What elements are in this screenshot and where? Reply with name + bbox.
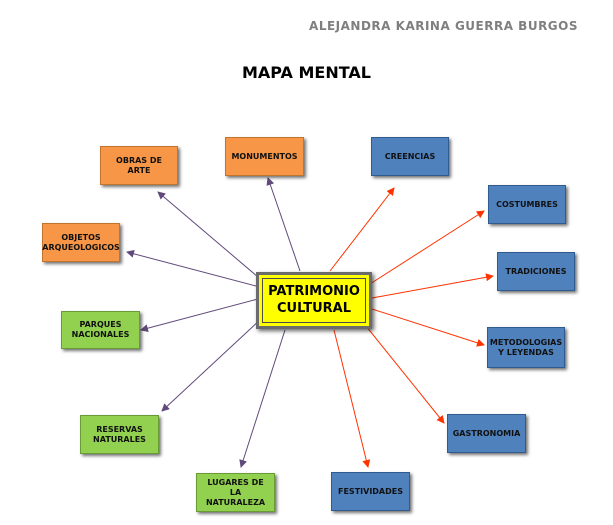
node-metodologias-leyendas: METODOLOGIAS Y LEYENDAS bbox=[487, 327, 565, 368]
node-objetos-arqueologicos: OBJETOS ARQUEOLOGICOS bbox=[42, 223, 120, 262]
node-obras-de-arte: OBRAS DE ARTE bbox=[100, 146, 178, 185]
center-node: PATRIMONIO CULTURAL bbox=[256, 272, 372, 329]
author-name: ALEJANDRA KARINA GUERRA BURGOS bbox=[309, 19, 578, 33]
arrow-lugares bbox=[239, 329, 286, 468]
arrow-costumbres bbox=[369, 210, 485, 285]
arrow-tradiciones bbox=[371, 273, 494, 299]
arrow-monumentos bbox=[266, 177, 301, 272]
node-lugares-naturaleza: LUGARES DE LA NATURALEZA bbox=[196, 473, 275, 512]
arrow-objetos bbox=[126, 249, 257, 287]
arrow-gastronomia bbox=[365, 325, 445, 424]
node-gastronomia: GASTRONOMIA bbox=[447, 414, 526, 453]
arrow-reservas bbox=[161, 317, 263, 412]
arrow-creencias bbox=[329, 187, 395, 272]
node-costumbres: COSTUMBRES bbox=[488, 185, 566, 224]
node-tradiciones: TRADICIONES bbox=[497, 252, 575, 291]
page-title: MAPA MENTAL bbox=[241, 63, 371, 82]
node-parques-nacionales: PARQUES NACIONALES bbox=[61, 311, 140, 349]
node-festividades: FESTIVIDADES bbox=[331, 472, 410, 511]
arrow-parques bbox=[140, 298, 259, 333]
arrow-obras-de-arte bbox=[157, 191, 259, 278]
arrow-metodologias bbox=[371, 308, 485, 347]
arrow-festividades bbox=[333, 329, 371, 468]
center-label: PATRIMONIO CULTURAL bbox=[268, 283, 360, 316]
node-reservas-naturales: RESERVAS NATURALES bbox=[80, 415, 159, 454]
node-monumentos: MONUMENTOS bbox=[225, 137, 304, 176]
node-creencias: CREENCIAS bbox=[371, 137, 449, 176]
